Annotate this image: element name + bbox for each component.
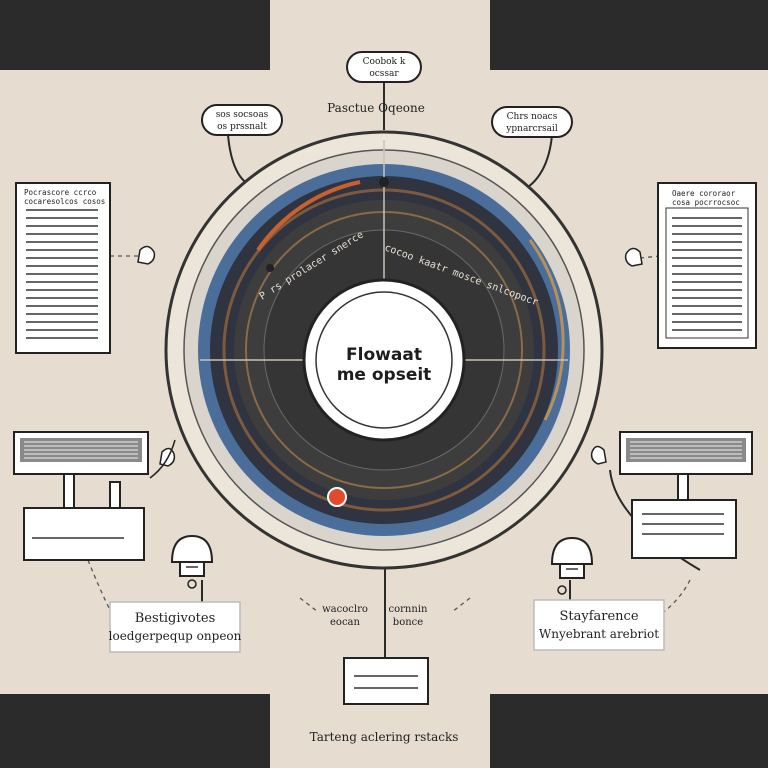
top-bubble-line1: Coobok k — [363, 57, 406, 67]
card-right-line1: Stayfarence — [559, 609, 638, 624]
left-bubble-line2: os prssnalt — [217, 122, 267, 132]
bottom-note-right-2: bonce — [393, 617, 423, 628]
bottom-note-left-1: wacoclro — [322, 604, 368, 615]
top-caption: Pasctue Oqeone — [327, 101, 425, 115]
card-left — [109, 601, 241, 653]
top-bubble — [346, 51, 422, 83]
frame-top-right — [490, 0, 768, 70]
top-bubble-line2: ocssar — [369, 69, 399, 79]
right-bubble — [491, 106, 573, 138]
doc-left-header-2: cocaresolcos cosos — [24, 197, 105, 206]
server-bar-left — [13, 431, 149, 561]
card-left-line2: loedgerpequp onpeon — [109, 629, 242, 643]
document-left — [15, 182, 111, 354]
bottom-note-left-2: eocan — [330, 617, 361, 628]
bell-icon-right — [550, 536, 594, 595]
card-right-line2: Wnyebrant arebriot — [539, 627, 659, 641]
center-title-line1: Flowaat — [346, 345, 422, 365]
left-bubble-line1: sos socsoas — [216, 110, 269, 120]
doc-right-header-2: cosa pocrrocsoc — [672, 198, 740, 207]
bell-icon-left — [170, 534, 214, 589]
bottom-note-right-1: cornnin — [389, 604, 428, 615]
left-lower-connector — [149, 439, 176, 479]
doc-right-header-1: Oaere cororaor — [672, 189, 736, 198]
right-bubble-line2: ypnarcrsail — [505, 124, 558, 134]
main-ring — [164, 130, 604, 570]
frame-bottom-left — [0, 694, 270, 768]
document-right — [657, 182, 757, 349]
right-bubble-line1: Chrs noacs — [507, 112, 558, 122]
center-title-line2: me opseit — [337, 365, 432, 385]
server-bar-right — [619, 431, 753, 559]
footer-caption: Tarteng aclering rstacks — [310, 730, 459, 744]
left-bubble — [201, 104, 283, 136]
frame-bottom-right — [490, 694, 768, 768]
bottom-box — [343, 657, 429, 705]
card-left-line1: Bestigivotes — [135, 611, 216, 626]
card-right — [533, 599, 665, 651]
frame-top-left — [0, 0, 270, 70]
pointer-hand-icons — [137, 245, 643, 467]
doc-left-header-1: Pocrascore ccrco — [24, 188, 97, 197]
